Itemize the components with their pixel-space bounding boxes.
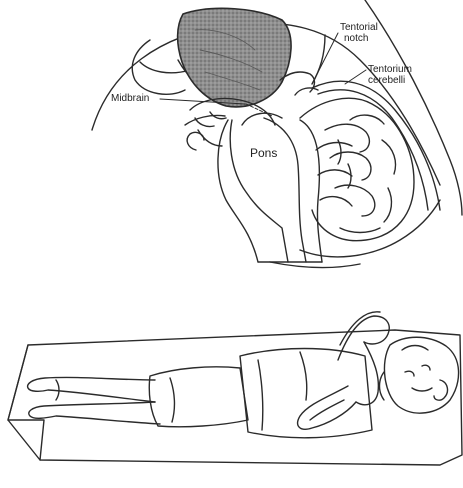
patient-illustration	[8, 312, 462, 465]
brain-section-illustration	[92, 0, 462, 268]
tentorial-notch-label-line1: Tentorial	[340, 22, 378, 33]
tentorium-cerebelli-label: Tentorium cerebelli	[368, 64, 412, 86]
pons-shape	[230, 120, 288, 262]
tentorium-leader	[345, 70, 366, 84]
patient-shorts	[149, 367, 248, 427]
patient-head	[384, 337, 458, 413]
patient-legs	[28, 377, 155, 402]
midbrain-label: Midbrain	[111, 93, 149, 104]
patient-arm-upper	[338, 316, 389, 360]
pons-label: Pons	[250, 148, 277, 159]
mat	[8, 330, 462, 465]
tentorial-notch-label-line2: notch	[340, 33, 378, 44]
tentorial-notch-label: Tentorial notch	[340, 22, 378, 44]
shaded-lobe	[178, 8, 291, 107]
tentorium-cerebelli-label-line2: cerebelli	[368, 75, 412, 86]
tentorium-cerebelli-label-line1: Tentorium	[368, 64, 412, 75]
